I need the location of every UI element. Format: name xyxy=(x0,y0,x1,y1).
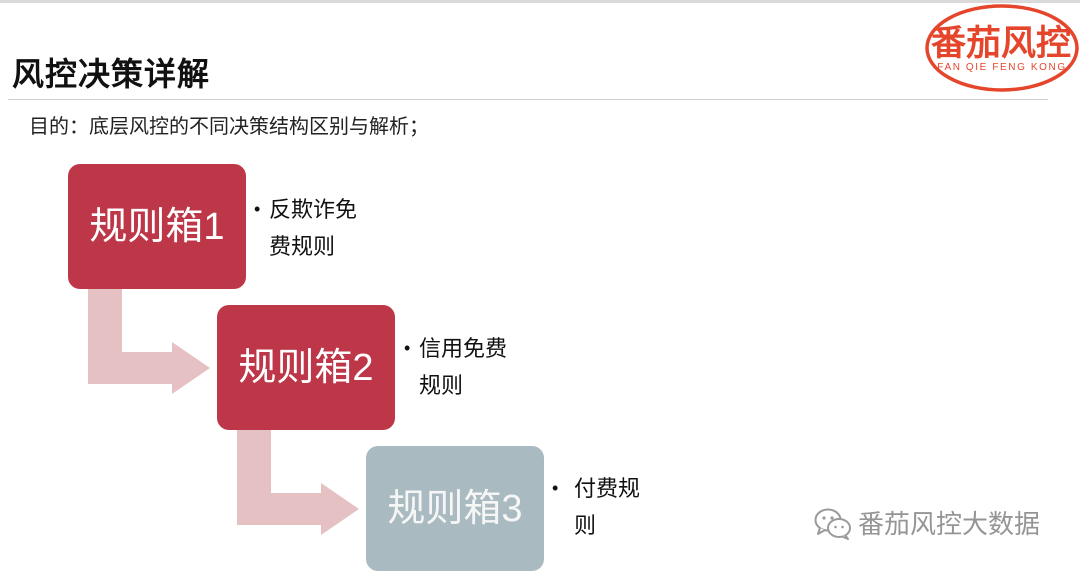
watermark-text: 番茄风控大数据 xyxy=(858,509,1041,539)
logo-name: 番茄风控 xyxy=(930,24,1071,63)
logo-oval xyxy=(925,4,1079,92)
bullet-dot: • xyxy=(552,478,559,498)
brand-logo: 番茄风控 FAN QIE FENG KONG xyxy=(922,3,1080,97)
bullet-dot: • xyxy=(254,199,261,219)
flow-arrow-1-to-2 xyxy=(88,289,210,394)
rule-box-2-note: • 信用免费规则 xyxy=(404,330,514,404)
rule-box-3: 规则箱3 xyxy=(366,446,544,571)
rule-box-1-note-text: 反欺诈免费规则 xyxy=(269,197,358,259)
flow-arrow-2-to-3 xyxy=(237,430,359,535)
top-divider xyxy=(0,0,1080,3)
rule-box-3-note-text: 付费规则 xyxy=(574,476,641,538)
rule-box-3-note: • 付费规则 xyxy=(552,470,647,544)
rule-box-1: 规则箱1 xyxy=(68,164,246,289)
wechat-icon xyxy=(814,508,851,540)
rule-box-1-note: • 反欺诈免费规则 xyxy=(254,191,364,265)
slide-title: 风控决策详解 xyxy=(12,56,211,92)
watermark: 番茄风控大数据 xyxy=(814,507,1040,541)
rule-box-2-note-text: 信用免费规则 xyxy=(419,336,508,398)
bullet-dot: • xyxy=(404,338,411,358)
slide-purpose: 目的：底层风控的不同决策结构区别与解析； xyxy=(29,116,429,138)
title-underline xyxy=(8,99,1048,100)
rule-box-2: 规则箱2 xyxy=(217,305,395,430)
logo-pinyin: FAN QIE FENG KONG xyxy=(937,62,1067,73)
